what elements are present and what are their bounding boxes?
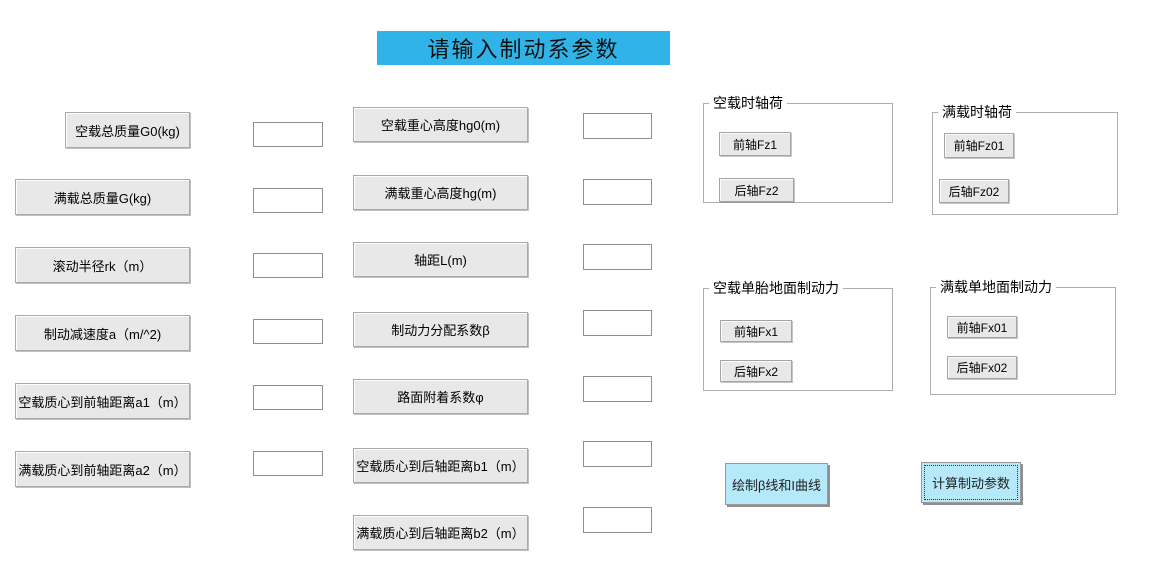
input-L[interactable] bbox=[583, 244, 652, 270]
label-full-cg-height-hg: 满载重心高度hg(m) bbox=[353, 175, 528, 210]
panel-empty-axle-load: 空载时轴荷 前轴Fz1 后轴Fz2 bbox=[703, 94, 893, 203]
input-G[interactable] bbox=[253, 188, 323, 213]
input-a2[interactable] bbox=[253, 451, 323, 476]
panel-empty-ground-braking-force: 空载单胎地面制动力 前轴Fx1 后轴Fx2 bbox=[703, 279, 893, 391]
label-brake-force-distribution-beta: 制动力分配系数β bbox=[353, 312, 528, 347]
input-hg0[interactable] bbox=[583, 113, 652, 139]
button-front-axle-Fz01[interactable]: 前轴Fz01 bbox=[944, 133, 1014, 158]
label-empty-cg-to-rear-axle-b1: 空载质心到后轴距离b1（m） bbox=[353, 448, 528, 483]
label-full-total-mass-G: 满载总质量G(kg) bbox=[15, 179, 190, 215]
label-empty-cg-height-hg0: 空载重心高度hg0(m) bbox=[353, 107, 528, 142]
button-front-axle-Fx01[interactable]: 前轴Fx01 bbox=[947, 316, 1017, 338]
input-phi[interactable] bbox=[583, 376, 652, 402]
button-front-axle-Fx1[interactable]: 前轴Fx1 bbox=[720, 320, 792, 342]
button-rear-axle-Fx02[interactable]: 后轴Fx02 bbox=[947, 356, 1017, 379]
input-b1[interactable] bbox=[583, 441, 652, 467]
panel-full-ground-braking-force-title: 满载单地面制动力 bbox=[936, 278, 1056, 296]
panel-full-axle-load-title: 满载时轴荷 bbox=[938, 103, 1016, 121]
button-draw-beta-line-and-I-curve[interactable]: 绘制β线和I曲线 bbox=[725, 463, 828, 505]
button-front-axle-Fz1[interactable]: 前轴Fz1 bbox=[719, 132, 791, 156]
label-full-cg-to-rear-axle-b2: 满载质心到后轴距离b2（m） bbox=[353, 515, 528, 550]
button-calculate-brake-parameters[interactable]: 计算制动参数 bbox=[921, 462, 1021, 503]
label-full-cg-to-front-axle-a2: 满载质心到前轴距离a2（m） bbox=[15, 451, 190, 487]
page-title: 请输入制动系参数 bbox=[377, 31, 670, 65]
label-empty-total-mass-G0: 空载总质量G0(kg) bbox=[65, 112, 190, 148]
label-wheelbase-L: 轴距L(m) bbox=[353, 242, 528, 277]
input-hg[interactable] bbox=[583, 179, 652, 205]
panel-full-ground-braking-force: 满载单地面制动力 前轴Fx01 后轴Fx02 bbox=[930, 278, 1116, 395]
label-rolling-radius-rk: 滚动半径rk（m） bbox=[15, 247, 190, 283]
label-empty-cg-to-front-axle-a1: 空载质心到前轴距离a1（m） bbox=[15, 383, 190, 419]
input-rk[interactable] bbox=[253, 253, 323, 278]
input-b2[interactable] bbox=[583, 507, 652, 533]
panel-empty-axle-load-title: 空载时轴荷 bbox=[709, 94, 787, 112]
button-rear-axle-Fz2[interactable]: 后轴Fz2 bbox=[719, 178, 794, 202]
label-brake-deceleration-a: 制动减速度a（m/^2) bbox=[15, 315, 190, 351]
input-G0[interactable] bbox=[253, 122, 323, 147]
label-road-adhesion-phi: 路面附着系数φ bbox=[353, 379, 528, 414]
panel-full-axle-load: 满载时轴荷 前轴Fz01 后轴Fz02 bbox=[932, 103, 1118, 215]
button-rear-axle-Fx2[interactable]: 后轴Fx2 bbox=[720, 360, 792, 382]
input-beta[interactable] bbox=[583, 310, 652, 336]
input-a[interactable] bbox=[253, 319, 323, 344]
input-a1[interactable] bbox=[253, 385, 323, 410]
button-rear-axle-Fz02[interactable]: 后轴Fz02 bbox=[939, 179, 1009, 203]
panel-empty-ground-braking-force-title: 空载单胎地面制动力 bbox=[709, 279, 843, 297]
